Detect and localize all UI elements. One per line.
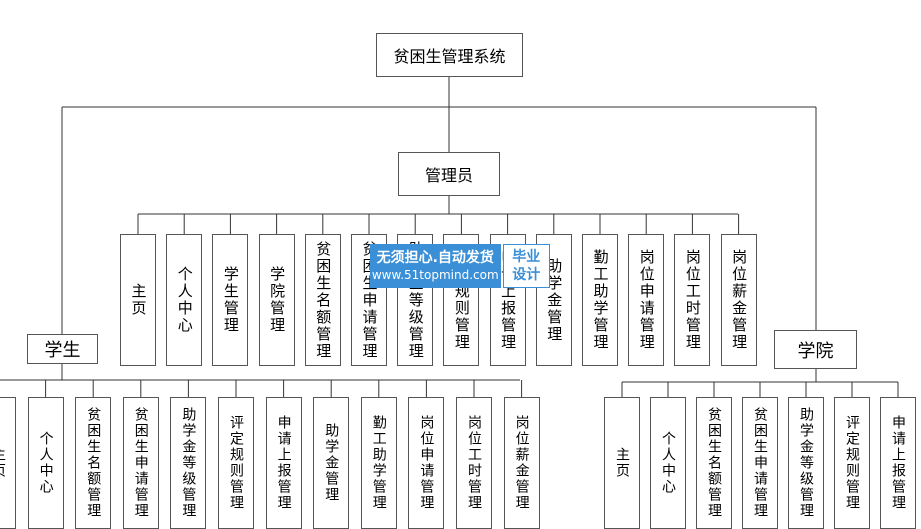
college-item: 贫困生申请管理 <box>742 397 778 529</box>
node-label: 岗位申请管理 <box>637 249 656 351</box>
node-label: 贫困生申请管理 <box>752 407 768 519</box>
college-item: 评定规则管理 <box>834 397 870 529</box>
college-item: 申请上报管理 <box>880 397 916 529</box>
student-item: 岗位申请管理 <box>408 397 445 529</box>
node-label: 申请上报管理 <box>890 415 906 511</box>
watermark-badge: 无须担心.自动发货 www.51topmind.com 毕业 设计 <box>370 244 550 288</box>
watermark-tag-line2: 设计 <box>512 267 541 283</box>
student-item: 评定规则管理 <box>218 397 254 529</box>
node-label: 个人中心 <box>175 266 194 334</box>
node-label: 评定规则管理 <box>228 415 244 511</box>
node-label: 岗位薪金管理 <box>730 249 749 351</box>
watermark-tag-line1: 毕业 <box>512 249 541 265</box>
student-item: 主页 <box>0 397 16 529</box>
admin-item: 主页 <box>120 234 156 366</box>
admin-item: 岗位工时管理 <box>674 234 711 366</box>
admin-item: 贫困生申请管理 <box>351 234 387 366</box>
admin-item: 贫困生名额管理 <box>304 234 341 366</box>
college-node: 学院 <box>774 330 857 369</box>
node-label: 主页 <box>129 283 148 317</box>
root-node: 贫困生管理系统 <box>376 33 523 77</box>
student-item: 助学金管理 <box>313 397 350 529</box>
student-item: 贫困生名额管理 <box>75 397 112 529</box>
admin-item: 勤工助学管理 <box>582 234 618 366</box>
watermark-url: www.51topmind.com <box>371 268 499 282</box>
node-label: 主页 <box>0 447 6 479</box>
node-label: 贫困生申请管理 <box>132 407 149 519</box>
watermark-tag: 毕业 设计 <box>502 244 550 288</box>
college-item: 个人中心 <box>650 397 686 529</box>
node-label: 勤工助学管理 <box>591 249 610 351</box>
node-label: 岗位工时管理 <box>466 415 482 511</box>
student-item: 岗位薪金管理 <box>503 397 540 529</box>
admin-node: 管理员 <box>398 152 500 196</box>
node-label: 学生管理 <box>221 266 240 334</box>
student-item: 贫困生申请管理 <box>122 397 159 529</box>
student-item: 岗位工时管理 <box>456 397 492 529</box>
student-item: 个人中心 <box>27 397 64 529</box>
admin-item: 学院管理 <box>258 234 295 366</box>
node-label: 岗位薪金管理 <box>513 415 530 511</box>
node-label: 岗位申请管理 <box>418 415 435 511</box>
node-label: 助学金管理 <box>323 423 340 503</box>
node-label: 申请上报管理 <box>275 415 292 511</box>
node-label: 贫困生名额管理 <box>314 240 333 360</box>
node-label: 个人中心 <box>660 431 676 495</box>
node-label: 学院管理 <box>268 266 287 334</box>
node-label: 主页 <box>614 447 630 479</box>
student-item: 申请上报管理 <box>265 397 302 529</box>
student-item: 勤工助学管理 <box>360 397 397 529</box>
node-label: 个人中心 <box>37 431 54 495</box>
college-item: 助学金等级管理 <box>788 397 824 529</box>
node-label: 岗位工时管理 <box>683 249 702 351</box>
node-label: 助学金等级管理 <box>798 407 814 519</box>
watermark-text: 无须担心.自动发货 www.51topmind.com <box>370 244 501 288</box>
college-item: 主页 <box>604 397 640 529</box>
admin-item: 个人中心 <box>166 234 203 366</box>
watermark-slogan: 无须担心.自动发货 <box>376 250 494 266</box>
admin-item: 学生管理 <box>212 234 249 366</box>
node-label: 贫困生名额管理 <box>706 407 722 519</box>
node-label: 助学金等级管理 <box>180 407 197 519</box>
college-item: 贫困生名额管理 <box>696 397 732 529</box>
node-label: 勤工助学管理 <box>370 415 387 511</box>
student-item: 助学金等级管理 <box>170 397 207 529</box>
node-label: 评定规则管理 <box>844 415 860 511</box>
admin-item: 岗位申请管理 <box>628 234 665 366</box>
student-node: 学生 <box>27 334 98 364</box>
admin-item: 岗位薪金管理 <box>720 234 757 366</box>
node-label: 贫困生名额管理 <box>85 407 102 519</box>
